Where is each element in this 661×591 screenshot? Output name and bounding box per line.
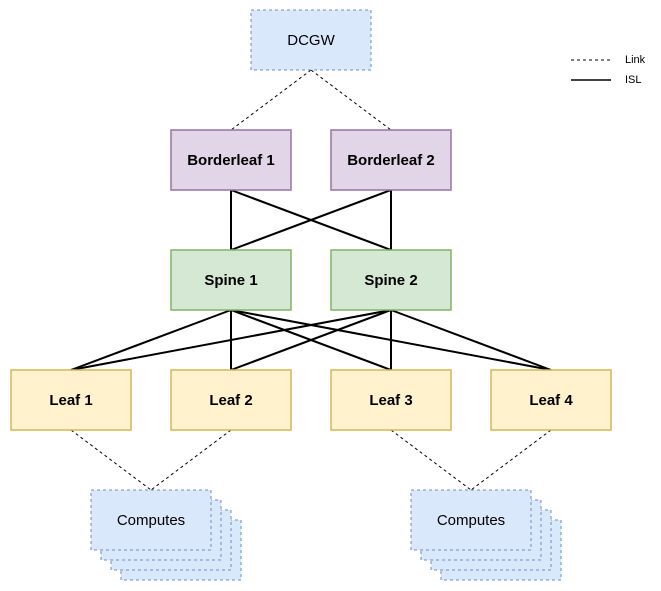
isl-spine1-leaf1 <box>70 309 232 371</box>
leaf-3-label: Leaf 3 <box>369 392 412 409</box>
isl-spine2-leaf2 <box>230 309 392 371</box>
link-leaf1-computes-left <box>70 429 152 491</box>
dcgw-label: DCGW <box>287 32 335 49</box>
borderleaf-1-label: Borderleaf 1 <box>187 152 275 169</box>
spine-2-label: Spine 2 <box>364 272 417 289</box>
link-leaf2-computes-left <box>150 429 232 491</box>
borderleaf-2-node: Borderleaf 2 <box>330 129 452 191</box>
link-leaf3-computes-right <box>390 429 472 491</box>
spine-1-label: Spine 1 <box>204 272 257 289</box>
link-connections <box>70 69 552 491</box>
leaf-1-label: Leaf 1 <box>49 392 92 409</box>
link-leaf4-computes-right <box>470 429 552 491</box>
link-dcgw-borderleaf2 <box>310 69 392 131</box>
isl-connections <box>70 189 552 371</box>
leaf-3-node: Leaf 3 <box>330 369 452 431</box>
leaf-4-node: Leaf 4 <box>490 369 612 431</box>
borderleaf-2-label: Borderleaf 2 <box>347 152 435 169</box>
computes-right-stack <box>410 489 562 581</box>
computes-right-label: Computes <box>437 512 505 529</box>
computes-left-label: Computes <box>117 512 185 529</box>
isl-borderleaf2-spine1 <box>230 189 392 251</box>
leaf-2-label: Leaf 2 <box>209 392 252 409</box>
legend-link-label: Link <box>625 54 646 66</box>
legend: Link ISL <box>571 54 646 86</box>
link-dcgw-borderleaf1 <box>230 69 312 131</box>
spine-1-node: Spine 1 <box>170 249 292 311</box>
legend-isl-label: ISL <box>625 74 642 86</box>
isl-spine2-leaf4 <box>390 309 552 371</box>
dcgw-node: DCGW <box>250 9 372 71</box>
computes-left-stack <box>90 489 242 581</box>
isl-spine2-leaf1 <box>70 309 392 371</box>
leaf-1-node: Leaf 1 <box>10 369 132 431</box>
leaf-2-node: Leaf 2 <box>170 369 292 431</box>
spine-2-node: Spine 2 <box>330 249 452 311</box>
leaf-4-label: Leaf 4 <box>529 392 573 409</box>
borderleaf-1-node: Borderleaf 1 <box>170 129 292 191</box>
